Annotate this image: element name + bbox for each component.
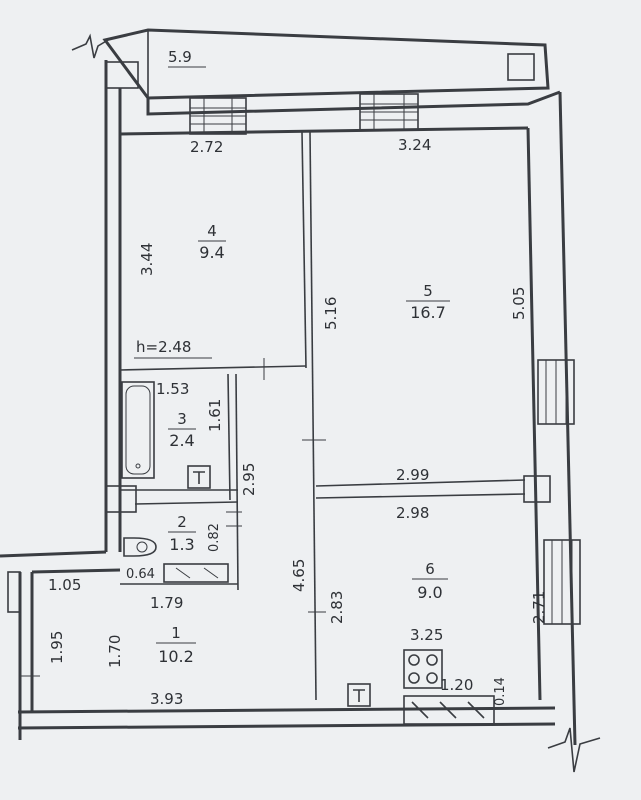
dim-ceiling-height: h=2.48 bbox=[136, 338, 191, 356]
room-5-label: 5 16.7 bbox=[406, 282, 450, 322]
room-area: 9.4 bbox=[199, 243, 224, 262]
room-number: 5 bbox=[423, 282, 433, 300]
dim-room6-top: 2.98 bbox=[396, 504, 429, 522]
balcony bbox=[71, 28, 550, 100]
dim-bath-width: 1.53 bbox=[156, 380, 189, 398]
dim-stove-width: 1.20 bbox=[440, 676, 473, 694]
dimension-labels: 5.9 2.72 3.24 3.44 5.16 5.05 h=2.48 1.53… bbox=[20, 48, 548, 708]
balcony-box bbox=[507, 53, 535, 81]
dim-room5-left: 5.16 bbox=[322, 297, 340, 330]
window-room5 bbox=[359, 93, 419, 131]
room-2-label: 2 1.3 bbox=[168, 513, 196, 554]
room-3-label: 3 2.4 bbox=[168, 410, 196, 450]
room-number: 1 bbox=[171, 624, 181, 642]
dim-hall-corridor-height: 4.65 bbox=[290, 559, 308, 592]
room-number: 2 bbox=[177, 513, 187, 531]
room-number: 6 bbox=[425, 560, 435, 578]
dim-kitchen-width: 3.25 bbox=[410, 626, 443, 644]
room-area: 9.0 bbox=[417, 583, 442, 602]
toilet-icon bbox=[123, 537, 157, 557]
radiator-icon bbox=[403, 695, 495, 725]
dim-balcony: 5.9 bbox=[168, 48, 192, 66]
dim-kitchen-left: 2.83 bbox=[328, 591, 346, 624]
room-area: 1.3 bbox=[169, 535, 194, 554]
window-room6-right bbox=[543, 539, 581, 625]
wc-equipment bbox=[163, 563, 229, 583]
bathtub bbox=[121, 381, 155, 479]
dim-room5-right: 5.05 bbox=[510, 287, 528, 320]
stove-icon bbox=[403, 649, 443, 689]
dim-kitchen-right: 2.71 bbox=[530, 591, 548, 624]
window-room4 bbox=[189, 97, 247, 135]
dim-hall-bottom: 3.93 bbox=[150, 690, 183, 708]
interior-walls bbox=[105, 131, 551, 701]
room-area: 16.7 bbox=[410, 303, 446, 322]
room-area: 10.2 bbox=[158, 647, 194, 666]
break-line-bottom-right bbox=[547, 727, 601, 773]
room-4-label: 4 9.4 bbox=[198, 222, 226, 262]
dim-hall-left: 1.95 bbox=[48, 631, 66, 664]
dim-room4-top: 2.72 bbox=[190, 138, 223, 156]
break-line-top-left bbox=[71, 33, 109, 59]
dim-room5-top: 3.24 bbox=[398, 136, 431, 154]
bath-vent-icon bbox=[187, 465, 211, 489]
dim-hall-width-top: 1.05 bbox=[48, 576, 81, 594]
dim-hall-inner: 1.70 bbox=[106, 635, 124, 668]
kitchen-vent-icon bbox=[347, 683, 371, 707]
room-number: 4 bbox=[207, 222, 217, 240]
dim-stove-depth: 0.14 bbox=[493, 677, 508, 706]
window-room5-right bbox=[537, 359, 575, 425]
dim-bath-height: 1.61 bbox=[206, 399, 224, 432]
dim-room5-bottom: 2.99 bbox=[396, 466, 429, 484]
room-1-label: 1 10.2 bbox=[156, 624, 196, 666]
room-6-label: 6 9.0 bbox=[412, 560, 448, 602]
room-area: 2.4 bbox=[169, 431, 194, 450]
dim-toilet-width: 0.64 bbox=[126, 567, 155, 582]
room-number: 3 bbox=[177, 410, 187, 428]
dim-corridor-height: 2.95 bbox=[240, 463, 258, 496]
dim-toilet-height: 0.82 bbox=[207, 523, 222, 552]
dim-hall-mid: 1.79 bbox=[150, 594, 183, 612]
dim-room4-left: 3.44 bbox=[138, 243, 156, 276]
